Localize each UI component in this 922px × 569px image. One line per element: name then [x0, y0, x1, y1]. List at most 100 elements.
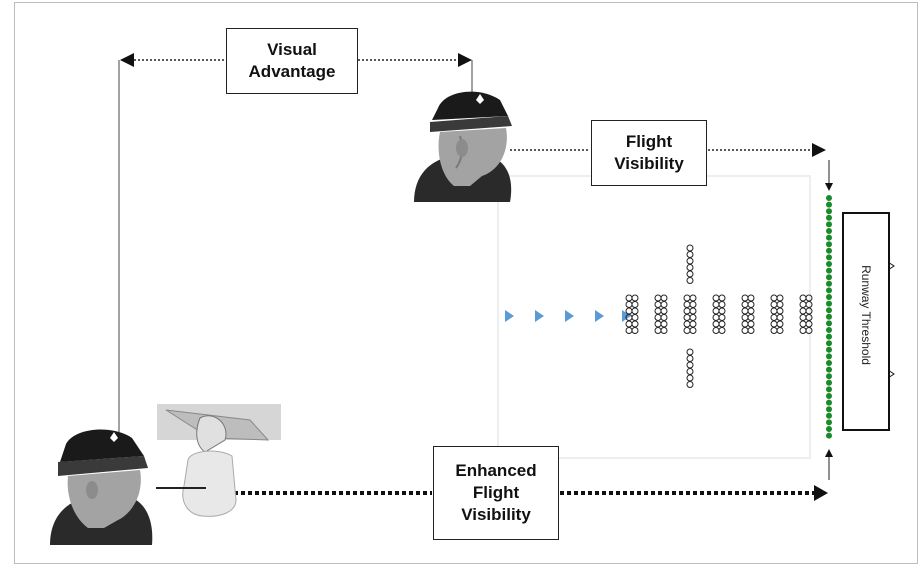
light-bar-lamp — [799, 301, 807, 308]
threshold-light — [826, 254, 832, 261]
light-bar-lamp — [776, 320, 784, 328]
centerline-lamp — [686, 361, 694, 369]
title-fragment: e — [0, 88, 14, 144]
light-bar-lamp — [631, 301, 639, 308]
light-bar-lamp — [625, 320, 633, 328]
threshold-light — [826, 320, 832, 327]
light-bar-lamp — [660, 327, 668, 334]
threshold-light — [826, 214, 832, 221]
threshold-light — [826, 432, 832, 439]
centerline-lamp — [686, 277, 694, 284]
efv-line-2: Flight — [472, 483, 520, 502]
light-bar-lamp — [654, 307, 662, 315]
light-bar-lamp — [718, 327, 726, 334]
light-bar-lamp — [770, 314, 778, 321]
efv-line-1: Enhanced — [455, 461, 537, 480]
light-bar-lamp — [805, 294, 813, 302]
light-bar-lamp — [689, 327, 697, 334]
visual-advantage-line-1: Visual — [267, 40, 317, 59]
light-bar-lamp — [747, 320, 755, 328]
threshold-light — [826, 313, 832, 320]
visual-advantage-line-2: Advantage — [248, 62, 336, 81]
threshold-light — [826, 353, 832, 360]
light-bar-lamp — [805, 301, 813, 308]
light-bar-lamp — [741, 301, 749, 308]
light-bar-lamp — [654, 314, 662, 321]
threshold-light — [826, 280, 832, 287]
break-mark-bottom — [887, 369, 895, 379]
light-bar-lamp — [770, 301, 778, 308]
light-bar-lamp — [805, 307, 813, 315]
light-bar-lamp — [770, 320, 778, 328]
efv-line-3: Visibility — [461, 505, 531, 524]
light-bar-lamp — [747, 327, 755, 334]
flight-visibility-arrowhead — [812, 143, 826, 157]
threshold-light — [826, 241, 832, 248]
light-bar-lamp — [625, 327, 633, 334]
light-bar-lamp — [799, 320, 807, 328]
light-bar-lamp — [799, 307, 807, 315]
approach-arrow-light — [505, 310, 514, 322]
light-bar-lamp — [689, 307, 697, 315]
light-bar-lamp — [799, 294, 807, 302]
centerline-lamp — [686, 368, 694, 375]
light-bar-lamp — [770, 294, 778, 302]
threshold-light — [826, 287, 832, 294]
light-bar-lamp — [747, 307, 755, 315]
light-bar-lamp — [654, 327, 662, 334]
centerline-lamp — [686, 381, 694, 388]
arrowhead-right — [458, 53, 472, 67]
threshold-light — [826, 261, 832, 267]
light-bar-lamp — [712, 294, 720, 302]
light-bar-lamp — [660, 307, 668, 315]
light-bar-lamp — [776, 314, 784, 321]
threshold-light — [826, 419, 832, 426]
threshold-light — [826, 201, 832, 208]
light-bar-lamp — [654, 294, 662, 302]
threshold-light — [826, 221, 832, 228]
runway-threshold-box — [842, 212, 890, 431]
light-bar-lamp — [660, 301, 668, 308]
break-mark-top — [887, 261, 895, 271]
pilot-icon — [50, 429, 153, 545]
light-bar-lamp — [712, 314, 720, 321]
light-bar-lamp — [747, 314, 755, 321]
threshold-light — [826, 412, 832, 419]
threshold-light — [826, 195, 832, 201]
threshold-light — [826, 247, 832, 254]
title-fragment-text: e — [0, 88, 2, 144]
light-bar-lamp — [712, 301, 720, 308]
light-bar-lamp — [776, 327, 784, 334]
approach-arrow-light — [595, 310, 604, 322]
runway-threshold-label: Runway Threshold — [856, 258, 876, 378]
threshold-light — [826, 366, 832, 373]
light-bar-lamp — [683, 307, 691, 315]
threshold-light — [826, 399, 832, 406]
light-bar-lamp — [625, 294, 633, 302]
centerline-lamp — [686, 244, 694, 252]
light-bar-lamp — [631, 327, 639, 334]
light-bar-lamp — [799, 327, 807, 334]
light-bar-lamp — [631, 307, 639, 315]
light-bar-lamp — [660, 314, 668, 321]
light-bar-lamp — [712, 320, 720, 328]
runway-threshold-text: Runway Threshold — [859, 265, 873, 365]
centerline-lamp — [686, 348, 694, 356]
light-bar-lamp — [718, 314, 726, 321]
light-bar-lamp — [741, 294, 749, 302]
threshold-light — [826, 393, 832, 399]
light-bar-lamp — [770, 307, 778, 315]
light-bar-lamp — [718, 301, 726, 308]
threshold-light — [826, 340, 832, 347]
centerline-lamp — [686, 355, 694, 362]
light-bar-lamp — [747, 301, 755, 308]
threshold-light — [826, 267, 832, 274]
light-bar-lamp — [625, 307, 633, 315]
threshold-light — [826, 307, 832, 314]
light-bar-lamp — [625, 301, 633, 308]
light-bar-lamp — [805, 320, 813, 328]
